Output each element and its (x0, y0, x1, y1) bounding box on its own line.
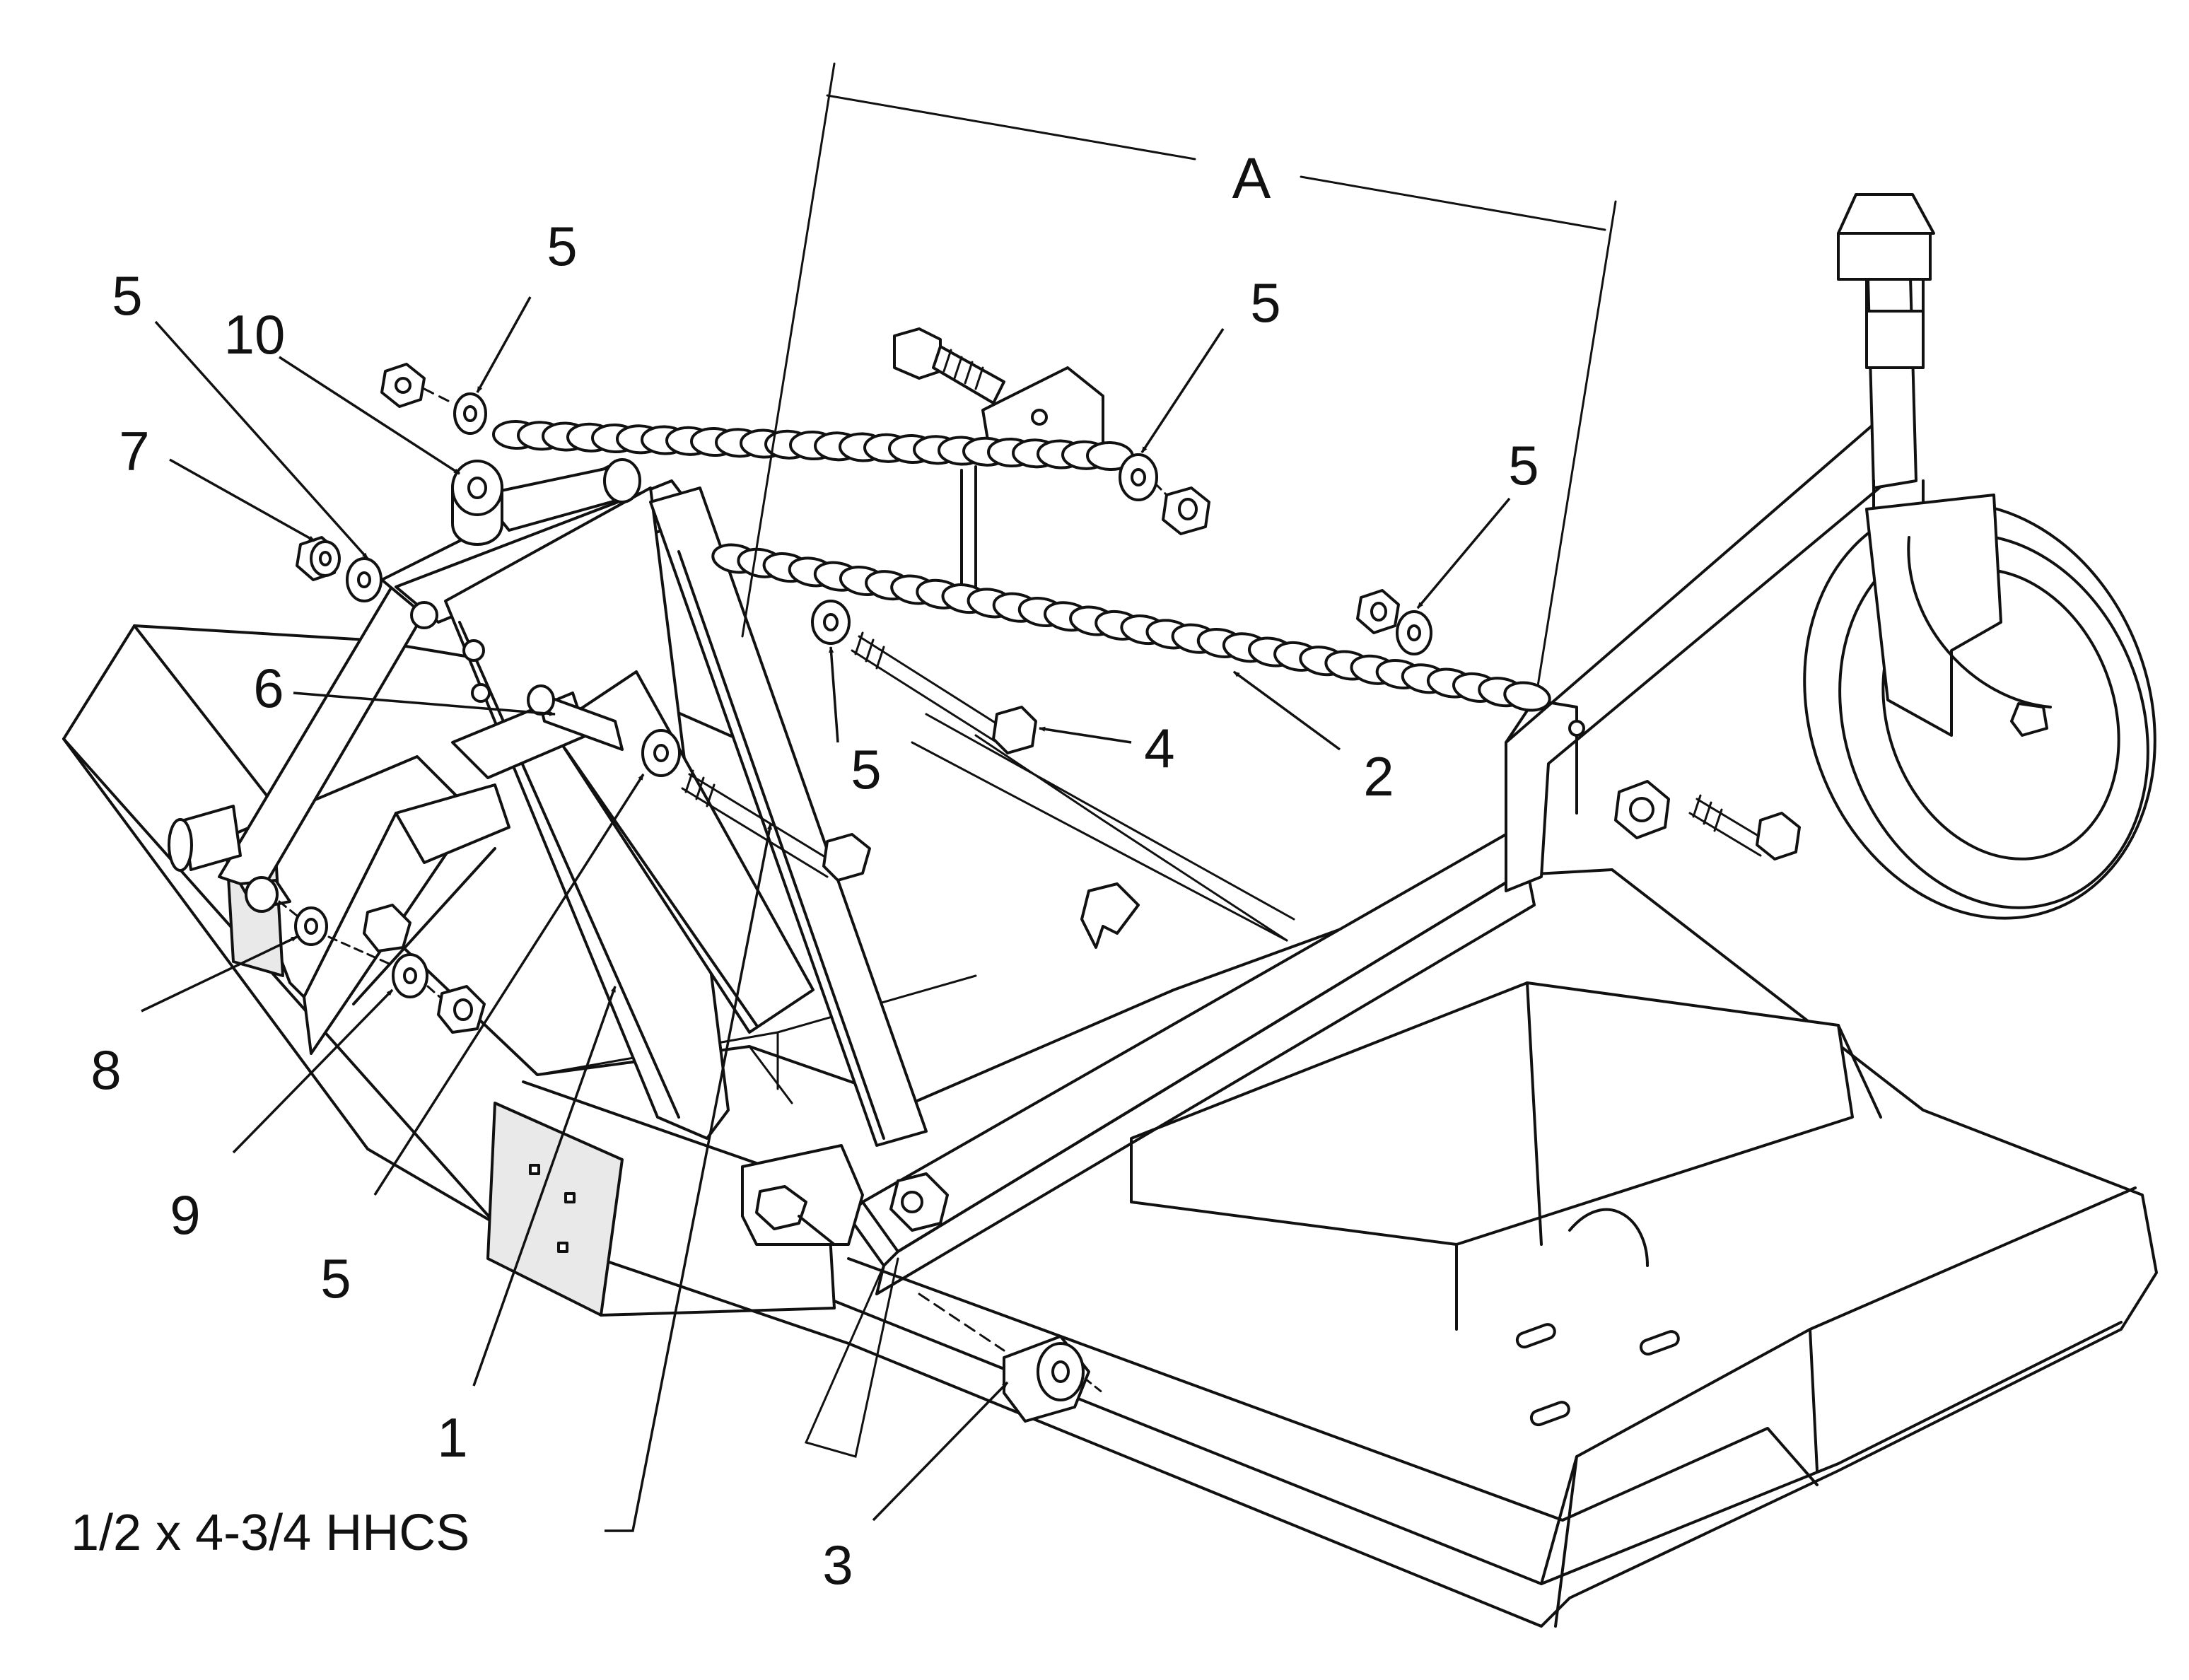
callout-8: 8 (91, 1039, 121, 1101)
callout-3: 3 (822, 1534, 853, 1596)
callout-5-top-right: 5 (1250, 272, 1280, 334)
callout-6: 6 (253, 657, 284, 719)
callout-5-left: 5 (112, 264, 142, 327)
caster-wheel-drawing (1803, 494, 2156, 920)
dimension-a (741, 62, 1617, 687)
callout-2: 2 (1363, 745, 1394, 807)
dimension-a-label: A (1232, 146, 1271, 211)
callout-leaders (141, 296, 1511, 1532)
callout-9: 9 (170, 1184, 200, 1246)
callout-5-center: 5 (851, 738, 881, 800)
callout-5-right: 5 (1508, 434, 1539, 496)
callout-4: 4 (1144, 717, 1174, 779)
callout-5-lower: 5 (320, 1247, 351, 1309)
caster-arm (1505, 193, 1935, 892)
bolt-spec-label: 1/2 x 4-3/4 HHCS (71, 1505, 469, 1561)
bolt-drawing (681, 327, 1801, 882)
chain-link (1503, 681, 1551, 712)
main-beam (741, 833, 1536, 1458)
callout-5-top: 5 (547, 215, 577, 277)
callout-1: 1 (437, 1406, 467, 1469)
chain-drawing (711, 543, 1551, 712)
hardware-drawing (239, 363, 1432, 1423)
callout-7: 7 (119, 420, 149, 482)
mower-deck (62, 624, 2158, 1628)
callout-10: 10 (224, 303, 286, 366)
